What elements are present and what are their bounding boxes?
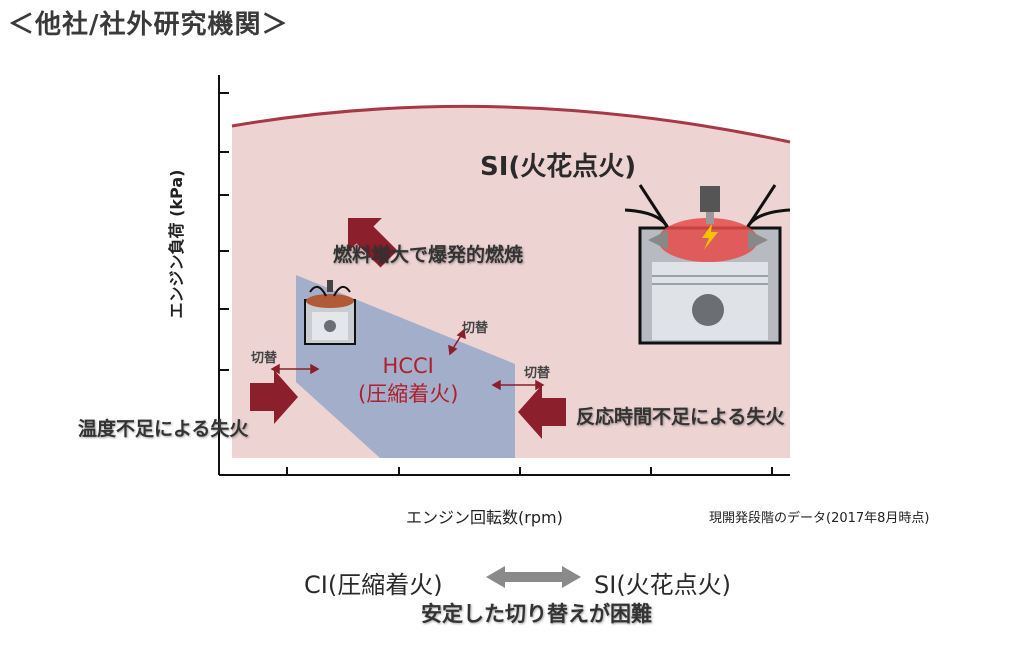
switch-arrow-1-icon (270, 363, 320, 375)
hcci-label-line1: HCCI (382, 354, 434, 378)
page-title: ＜他社/社外研究機関＞ (8, 10, 289, 40)
x-axis-label: エンジン回転数(rpm) (406, 508, 563, 527)
bottom-caption: 安定した切り替えが困難 (421, 602, 652, 626)
y-axis-label: エンジン負荷 (kPa) (167, 169, 186, 319)
switch-label-2: 切替 (462, 321, 489, 336)
spark-bolt-icon (702, 224, 718, 250)
x-ticks (286, 467, 773, 475)
bottom-ci-label: CI(圧縮着火) (304, 571, 443, 599)
switch-arrow-2-icon (448, 328, 466, 356)
bottom-si-label: SI(火花点火) (594, 571, 732, 599)
fuel-arrow-icon (347, 217, 398, 268)
piston-large-icon (624, 184, 791, 345)
switch-label-3: 切替 (524, 366, 551, 381)
piston-small-icon (304, 280, 356, 345)
si-boundary-line (231, 104, 791, 144)
switch-label-1: 切替 (251, 351, 278, 366)
double-arrow-icon (486, 566, 581, 588)
data-note: 現開発段階のデータ(2017年8月時点) (709, 511, 930, 526)
temp-arrow-icon (250, 370, 298, 424)
hcci-region-label: HCCI (圧縮着火) (358, 352, 458, 408)
fuel-annotation: 燃料増大で爆発的燃焼 (333, 244, 524, 266)
hcci-label-line2: (圧縮着火) (358, 382, 459, 406)
reaction-annotation: 反応時間不足による失火 (576, 406, 785, 428)
reaction-arrow-icon (518, 385, 566, 439)
y-ticks (219, 92, 229, 371)
switch-arrow-3-icon (491, 379, 545, 391)
si-region-label: SI(火花点火) (480, 152, 637, 182)
temp-annotation: 温度不足による失火 (78, 418, 249, 440)
